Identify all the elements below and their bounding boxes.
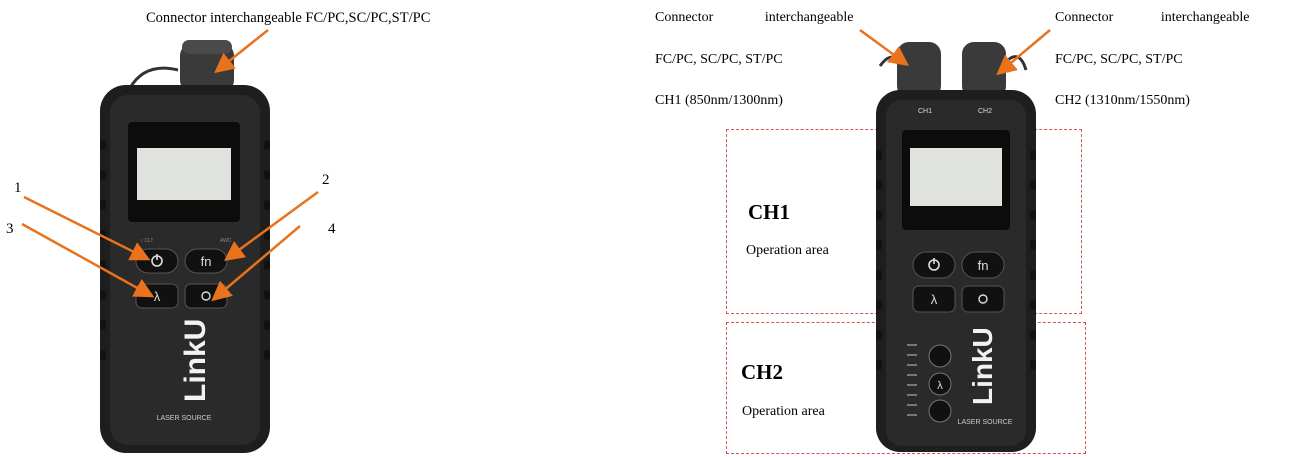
ch1-subtitle: Operation area [746,243,829,258]
left-product-label: LASER SOURCE [157,415,212,422]
callout-3: 3 [6,221,14,237]
ch1-connector-line1-text: Connector interchangeable [655,10,854,25]
left-light-button [184,283,228,309]
left-device: fn λ ○ CLT AWC LinkU LASER SOURCE [100,40,270,453]
svg-text:AWC: AWC [220,238,232,244]
ch1-connector-line3: CH1 (850nm/1300nm) [655,93,783,108]
sun-icon [201,291,211,301]
right-light-button [961,285,1005,313]
left-fn-button [184,248,228,274]
ch1-connector-cap [897,42,941,98]
ch2-lambda-label: λ [937,380,943,392]
left-brand: LinkU [179,319,212,402]
left-lcd-screen [137,148,231,200]
ch2-connector-line1: Connector interchangeable [1055,10,1249,26]
arrow-callout-2 [223,190,319,261]
port-ch1-label: CH1 [918,108,932,115]
ch2-connector-line1-text: Connector interchangeable [1055,10,1250,25]
ch2-button-bottom [928,399,952,423]
right-brand: LinkU [967,327,998,405]
arrow-callout-4 [211,225,301,302]
right-device: CH1 CH2 fn λ λ LinkU LASER SOURCE [876,42,1036,452]
right-lambda-button [912,285,956,313]
arrow-ch1-connector [859,28,910,66]
ch2-lambda-button [928,372,952,396]
ch2-connector-line3: CH2 (1310nm/1550nm) [1055,93,1190,108]
ch2-connector-line2: FC/PC, SC/PC, ST/PC [1055,52,1183,67]
ch2-button-top [928,344,952,368]
callout-4: 4 [328,221,336,237]
ch1-title: CH1 [748,200,790,224]
ch1-connector-line2: FC/PC, SC/PC, ST/PC [655,52,783,67]
right-fn-label: fn [978,258,989,273]
callout-1: 1 [14,180,22,196]
ch2-connector-cap [962,42,1006,98]
arrow-ch2-connector [996,29,1051,76]
right-fn-button [961,251,1005,279]
port-ch2-label: CH2 [978,108,992,115]
left-fn-label: fn [201,254,212,269]
arrow-callout-1 [23,195,151,261]
ch2-title: CH2 [741,360,783,384]
callout-2: 2 [322,172,330,188]
arrow-callout-3 [21,222,155,298]
sun-icon [978,294,988,304]
left-power-button [135,248,179,274]
arrow-connector-left [214,29,269,74]
right-power-button [912,251,956,279]
left-lambda-label: λ [154,289,161,304]
ch1-connector-line1: Connector interchangeable [655,10,887,26]
right-lcd-screen [910,148,1002,206]
ch2-subtitle: Operation area [742,404,825,419]
right-lambda-label: λ [931,292,938,307]
svg-text:○ CLT: ○ CLT [140,238,153,244]
right-product-label: LASER SOURCE [958,419,1013,426]
left-connector-title: Connector interchangeable FC/PC,SC/PC,ST… [146,10,431,26]
